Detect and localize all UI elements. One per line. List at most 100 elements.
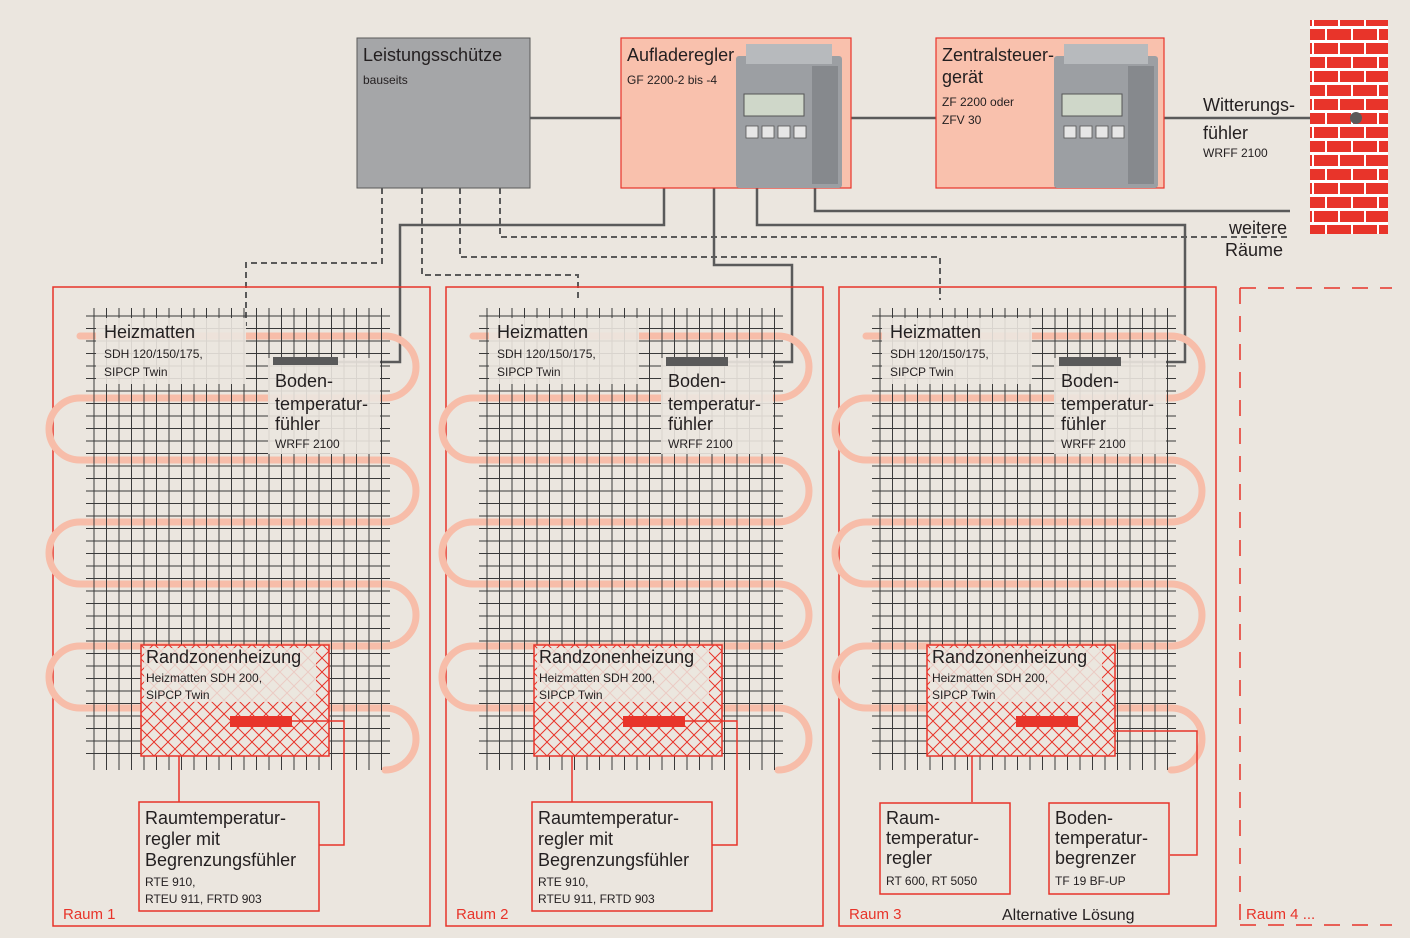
edge-zone-title: Randzonenheizung [146, 647, 301, 667]
mats-title: Heizmatten [890, 322, 981, 342]
controller-line: Raumtemperatur- [145, 808, 286, 828]
edge-zone-line1: Heizmatten SDH 200, [539, 671, 655, 685]
controller-line: regler [886, 848, 932, 868]
controller-line: Raum- [886, 808, 940, 828]
limiter-model: TF 19 BF-UP [1055, 874, 1126, 888]
floor-sensor-model: WRFF 2100 [1061, 437, 1126, 451]
edge-zone-line2: SIPCP Twin [146, 688, 210, 702]
wire-red [1113, 730, 1198, 856]
controller-line: regler mit [538, 829, 613, 849]
central-unit-box: Zentralsteuer- gerät ZF 2200 oder ZFV 30 [935, 37, 1165, 189]
controller-model: RTE 910, [145, 875, 195, 889]
floor-sensor-line2: temperatur- [668, 394, 761, 414]
din-rail-device-icon [736, 44, 842, 188]
floor-sensor-line2: temperatur- [1061, 394, 1154, 414]
contactor-box: Leistungsschütze bauseits [356, 37, 531, 189]
floor-sensor-line1: Boden- [668, 371, 726, 391]
contactor-subtitle: bauseits [363, 73, 408, 87]
controller-line: temperatur- [886, 828, 979, 848]
mats-line1: SDH 120/150/175, [890, 347, 989, 361]
room-controller-box [879, 802, 1011, 895]
wire [813, 188, 1290, 213]
floor-limiter-box [1048, 802, 1170, 895]
alternative-solution-label: Alternative Lösung [1002, 907, 1135, 924]
charge-controller-title: Aufladeregler [627, 45, 734, 65]
more-rooms-line1: weitere [1228, 218, 1287, 238]
controller-line: regler mit [145, 829, 220, 849]
edge-zone-line1: Heizmatten SDH 200, [146, 671, 262, 685]
heating-cable-loop [45, 332, 420, 774]
floor-sensor-line3: fühler [668, 414, 713, 434]
edge-zone-title: Randzonenheizung [539, 647, 694, 667]
mats-title: Heizmatten [104, 322, 195, 342]
floor-sensor-icon [666, 357, 728, 366]
mats-title: Heizmatten [497, 322, 588, 342]
controller-model: RTE 910, [538, 875, 588, 889]
floor-sensor-line3: fühler [275, 414, 320, 434]
wire-dashed [421, 188, 579, 300]
heating-cable-loop [831, 332, 1206, 774]
limit-sensor-icon [623, 716, 685, 727]
wire-red [685, 720, 738, 846]
weather-sensor-line2: fühler [1203, 123, 1248, 143]
room-controller-box [138, 801, 320, 912]
edge-zone-line2: SIPCP Twin [539, 688, 603, 702]
mats-line1: SDH 120/150/175, [497, 347, 596, 361]
mats-line2: SIPCP Twin [104, 365, 168, 379]
mats-line2: SIPCP Twin [497, 365, 561, 379]
floor-sensor-line1: Boden- [275, 371, 333, 391]
floor-sensor-line3: fühler [1061, 414, 1106, 434]
controller-line: Begrenzungsfühler [145, 850, 296, 870]
floor-sensor-icon [1059, 357, 1121, 366]
central-unit-title-1: Zentralsteuer- [942, 45, 1054, 65]
limit-sensor-icon [230, 716, 292, 727]
limit-sensor-icon [1016, 716, 1078, 727]
controller-line: Begrenzungsfühler [538, 850, 689, 870]
floor-sensor-model: WRFF 2100 [275, 437, 340, 451]
room-label: Raum 3 [849, 906, 902, 923]
wire-dashed [499, 188, 1290, 238]
mats-line2: SIPCP Twin [890, 365, 954, 379]
more-rooms-label: weitere Räume [1225, 218, 1287, 260]
din-rail-device-icon [1054, 44, 1158, 188]
limiter-line: begrenzer [1055, 848, 1136, 868]
controller-line: Raumtemperatur- [538, 808, 679, 828]
edge-zone-line2: SIPCP Twin [932, 688, 996, 702]
more-rooms-line2: Räume [1225, 240, 1283, 260]
central-unit-model-2: ZFV 30 [942, 113, 982, 127]
controller-model: RTEU 911, FRTD 903 [145, 892, 262, 906]
central-unit-title-2: gerät [942, 67, 983, 87]
connection-wires [245, 116, 1370, 364]
edge-zone-line1: Heizmatten SDH 200, [932, 671, 1048, 685]
room-4-label: Raum 4 ... [1246, 906, 1315, 923]
room-controller-box [531, 801, 713, 912]
weather-sensor-icon [1350, 112, 1362, 124]
heating-cable-loop [438, 332, 813, 774]
wire-dashed [245, 188, 383, 326]
room-border [52, 286, 431, 927]
charge-controller-box: Aufladeregler GF 2200-2 bis -4 [620, 37, 852, 189]
weather-sensor-model: WRFF 2100 [1203, 146, 1268, 160]
outer-wall [1310, 20, 1388, 234]
limiter-line: temperatur- [1055, 828, 1148, 848]
central-unit-model-1: ZF 2200 oder [942, 95, 1014, 109]
floor-sensor-line1: Boden- [1061, 371, 1119, 391]
controller-model: RTEU 911, FRTD 903 [538, 892, 655, 906]
floor-sensor-model: WRFF 2100 [668, 437, 733, 451]
weather-sensor-line1: Witterungs- [1203, 95, 1295, 115]
controller-model: RT 600, RT 5050 [886, 874, 978, 888]
limiter-line: Boden- [1055, 808, 1113, 828]
contactor-title: Leistungsschütze [363, 45, 502, 65]
room-border [838, 286, 1217, 927]
charge-controller-model: GF 2200-2 bis -4 [627, 73, 717, 87]
room-4: Raum 4 ... [1239, 287, 1392, 926]
wire-red [292, 720, 345, 846]
wire-dashed [459, 188, 941, 300]
room-label: Raum 2 [456, 906, 509, 923]
floor-sensor-line2: temperatur- [275, 394, 368, 414]
room-label: Raum 1 [63, 906, 116, 923]
